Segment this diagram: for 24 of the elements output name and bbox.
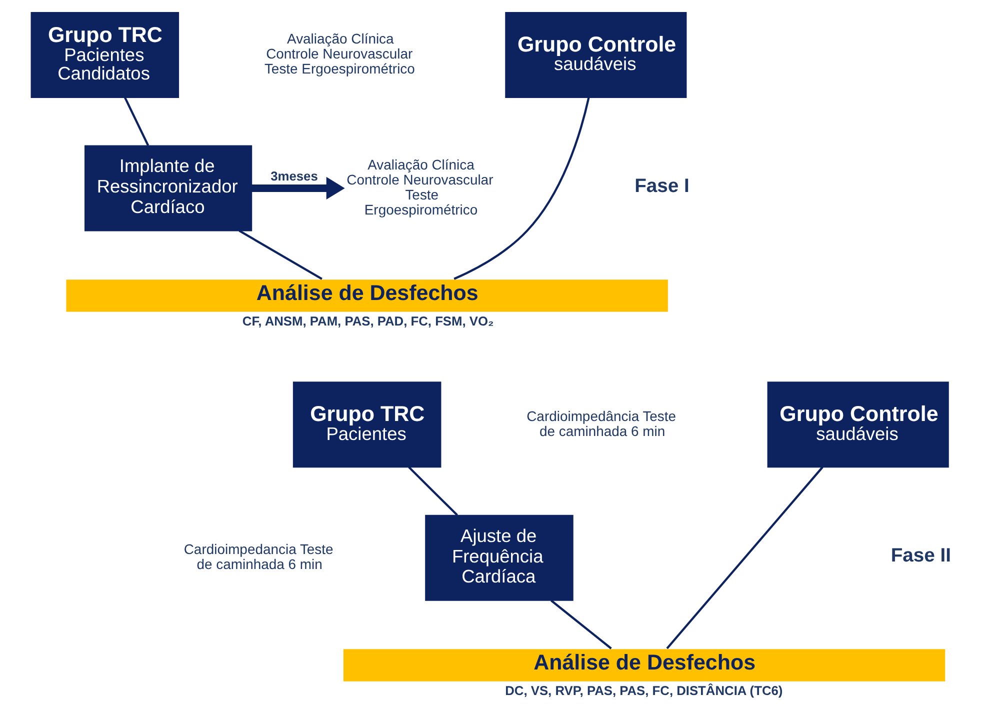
label: Cardioimpedancia Teste de caminhada 6 min	[183, 540, 333, 572]
edge-label: 3meses	[270, 168, 318, 184]
label: Cardioimpedância Teste de caminhada 6 min	[526, 408, 676, 439]
node-box: Grupo Controle saudáveis	[766, 382, 948, 468]
label: Fase II	[890, 544, 951, 566]
connector	[124, 97, 149, 146]
node-text: Avaliação Clínica Controle Neurovascular Teste Ergoespirométrico	[346, 156, 493, 218]
node-box: Análise de Desfechos	[66, 280, 668, 312]
connector	[238, 230, 322, 280]
connector	[666, 466, 823, 650]
node-box: Implante de Ressincronizador Cardíaco	[84, 145, 252, 232]
label: Fase I	[634, 174, 689, 197]
node-label: DC, VS, RVP, PAS, PAS, FC, DISTÂNCIA (TC6)	[504, 682, 782, 698]
node-box: Grupo TRC Pacientes	[292, 382, 441, 468]
node-box: Análise de Desfechos	[342, 649, 945, 682]
node-box: Ajuste de Frequência Cardíaca	[424, 514, 573, 601]
connector	[453, 97, 590, 280]
connector	[550, 600, 612, 650]
node-box: Grupo TRC Pacientes Candidatos	[30, 12, 179, 98]
connector	[408, 466, 458, 516]
label: Avaliação Clínica Controle Neurovascular Teste Ergoespirométrico	[264, 30, 414, 77]
arrow	[251, 176, 344, 200]
node-box: Grupo Controle saudáveis	[504, 12, 686, 98]
node-label: CF, ANSM, PAM, PAS, PAD, FC, FSM, VO₂	[242, 313, 494, 328]
